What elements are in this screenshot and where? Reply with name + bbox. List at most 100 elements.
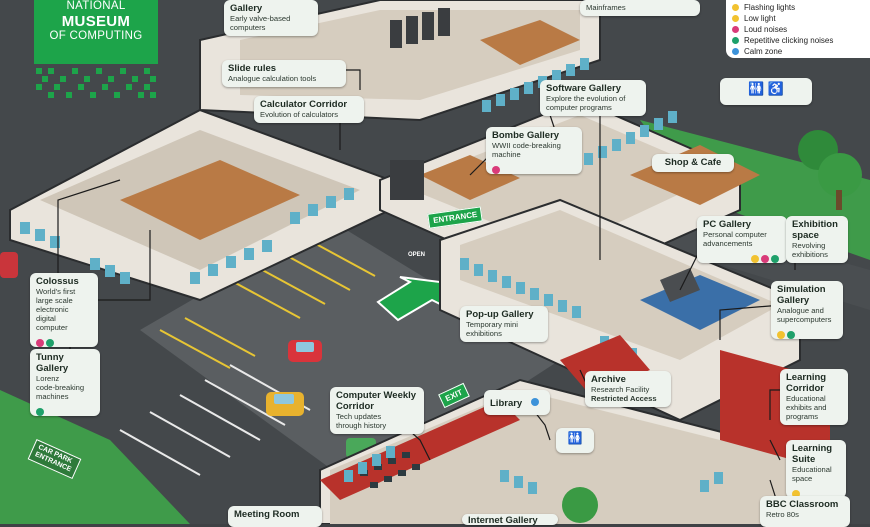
label-tunny-gallery[interactable]: Tunny Gallery Lorenz code-breaking machi…: [30, 349, 100, 416]
label-learning-corridor[interactable]: Learning Corridor Educational exhibits a…: [780, 369, 848, 425]
gallery-subtitle: WWII code-breaking machine: [492, 141, 561, 159]
car-left: [0, 252, 18, 278]
legend-item-lowlight: Low light: [732, 13, 870, 24]
loud-noise-icon: [761, 254, 769, 263]
label-archive[interactable]: Archive Research Facility Restricted Acc…: [585, 371, 671, 407]
gallery-title: Slide rules: [228, 63, 277, 74]
gallery-subtitle: Retro 80s: [766, 510, 799, 519]
clicking-noise-icon: [771, 254, 779, 263]
gallery-title: Archive: [591, 374, 626, 385]
gallery-subtitle: Temporary mini exhibitions: [466, 320, 518, 338]
windows-west: [20, 188, 354, 284]
gallery-title: Learning Corridor: [786, 372, 827, 394]
gallery-subtitle: Analogue calculation tools: [228, 74, 317, 83]
label-popup-gallery[interactable]: Pop-up Gallery Temporary mini exhibition…: [460, 306, 548, 342]
wood-floor: [120, 160, 300, 240]
calm-zone-icon: [732, 48, 739, 56]
gallery-subtitle: Tech updates through history: [336, 412, 387, 430]
label-pc-gallery[interactable]: PC Gallery Personal computer advancement…: [697, 216, 787, 263]
loud-noise-icon: [492, 165, 500, 174]
label-meeting-room[interactable]: Meeting Room: [228, 506, 322, 527]
logo-line1: NATIONAL: [66, 0, 126, 12]
gallery-subtitle: Early valve-based computers: [230, 14, 291, 32]
mainframe-floor: [480, 20, 580, 65]
clicking-noise-icon: [732, 37, 739, 45]
label-bbc-classroom[interactable]: BBC Classroom Retro 80s: [760, 496, 850, 527]
label-software-gallery[interactable]: Software Gallery Explore the evolution o…: [540, 80, 646, 116]
label-library[interactable]: Library: [484, 390, 550, 415]
gallery-title: Pop-up Gallery: [466, 309, 534, 320]
open-sign: OPEN: [408, 252, 426, 258]
gallery-icons: [36, 334, 92, 347]
gallery-title: Internet Gallery: [468, 515, 538, 525]
logo-line3: OF COMPUTING: [49, 30, 143, 42]
loud-noise-icon: [732, 26, 739, 34]
restricted-access-note: Restricted Access: [591, 394, 657, 403]
gallery-icons: [703, 250, 781, 263]
gallery-subtitle: Evolution of calculators: [260, 110, 339, 119]
bombe-machine: [390, 160, 424, 200]
label-bombe-gallery[interactable]: Bombe Gallery WWII code-breaking machine: [486, 127, 582, 174]
logo-pixel-pattern: [36, 68, 156, 98]
gallery-subtitle: Mainframes: [586, 3, 626, 12]
flashing-lights-icon: [777, 330, 785, 339]
grass-area: [0, 390, 190, 524]
gallery-title: Library: [490, 398, 523, 409]
low-light-icon: [732, 15, 739, 23]
south-wall-red: [320, 400, 520, 500]
legend-item-flashing: Flashing lights: [732, 2, 870, 13]
gallery-title: Calculator Corridor: [260, 99, 348, 110]
gallery-subtitle: Lorenz code-breaking machines: [36, 374, 85, 401]
gallery-subtitle: Educational space: [792, 465, 832, 483]
label-mainframes[interactable]: Mainframes: [580, 0, 700, 16]
simulator: [660, 268, 700, 302]
label-slide-rules[interactable]: Slide rules Analogue calculation tools: [222, 60, 346, 87]
gallery-icons: [792, 485, 840, 498]
museum-logo: NATIONAL MUSEUM OF COMPUTING: [34, 0, 158, 64]
gallery-subtitle: Revolving exhibitions: [792, 241, 828, 259]
label-internet-gallery[interactable]: Internet Gallery: [462, 514, 558, 525]
gallery-subtitle: Personal computer advancements: [703, 230, 767, 248]
gallery-title: Tunny Gallery: [36, 352, 69, 374]
logo-line2: MUSEUM: [61, 13, 131, 30]
gallery-title: Meeting Room: [234, 509, 300, 520]
gallery-title: Computer Weekly Corridor: [336, 390, 417, 412]
bombe-floor: [420, 155, 520, 200]
legend-item-clicking: Repetitive clicking noises: [732, 35, 870, 46]
gallery-subtitle: Explore the evolution of computer progra…: [546, 94, 626, 112]
clicking-noise-icon: [36, 407, 44, 416]
mainframe-cabinets: [390, 8, 450, 48]
low-light-icon: [792, 489, 800, 498]
label-learning-suite[interactable]: Learning Suite Educational space: [786, 440, 846, 498]
label-computer-weekly-corridor[interactable]: Computer Weekly Corridor Tech updates th…: [330, 387, 424, 434]
gallery-icons: [492, 161, 576, 174]
gallery-subtitle: Analogue and supercomputers: [777, 306, 832, 324]
tree-icon: [798, 130, 862, 210]
parking-lines: [159, 237, 376, 369]
label-exhibition-space[interactable]: Exhibition space Revolving exhibitions: [786, 216, 848, 263]
gallery-title: BBC Classroom: [766, 499, 839, 510]
label-simulation-gallery[interactable]: Simulation Gallery Analogue and supercom…: [771, 281, 843, 339]
gallery-subtitle: World's first large scale electronic dig…: [36, 287, 76, 332]
gallery-icons: [777, 326, 837, 339]
car-red: [288, 340, 322, 362]
legend-item-calm: Calm zone: [732, 46, 870, 57]
gallery-title: Exhibition space: [792, 219, 838, 241]
label-shop-cafe[interactable]: Shop & Cafe: [652, 154, 734, 172]
flashing-lights-icon: [751, 254, 759, 263]
label-colossus[interactable]: Colossus World's first large scale elect…: [30, 273, 98, 347]
calm-zone-icon: [530, 397, 539, 406]
label-calculator-corridor[interactable]: Calculator Corridor Evolution of calcula…: [254, 96, 364, 123]
gallery-subtitle: Research Facility: [591, 385, 650, 394]
gallery-title: Simulation Gallery: [777, 284, 826, 306]
toilets-icon: 🚻 ♿: [720, 78, 812, 105]
clicking-noise-icon: [46, 338, 54, 347]
gallery-title: Software Gallery: [546, 83, 621, 94]
gallery-title: Shop & Cafe: [664, 157, 722, 168]
gallery-title: Learning Suite: [792, 443, 833, 465]
car-yellow: [266, 392, 304, 416]
label-valve-gallery[interactable]: Gallery Early valve-based computers: [224, 0, 318, 36]
gallery-title: Bombe Gallery: [492, 130, 560, 141]
loud-noise-icon: [36, 338, 44, 347]
tree-icon: [562, 487, 598, 523]
